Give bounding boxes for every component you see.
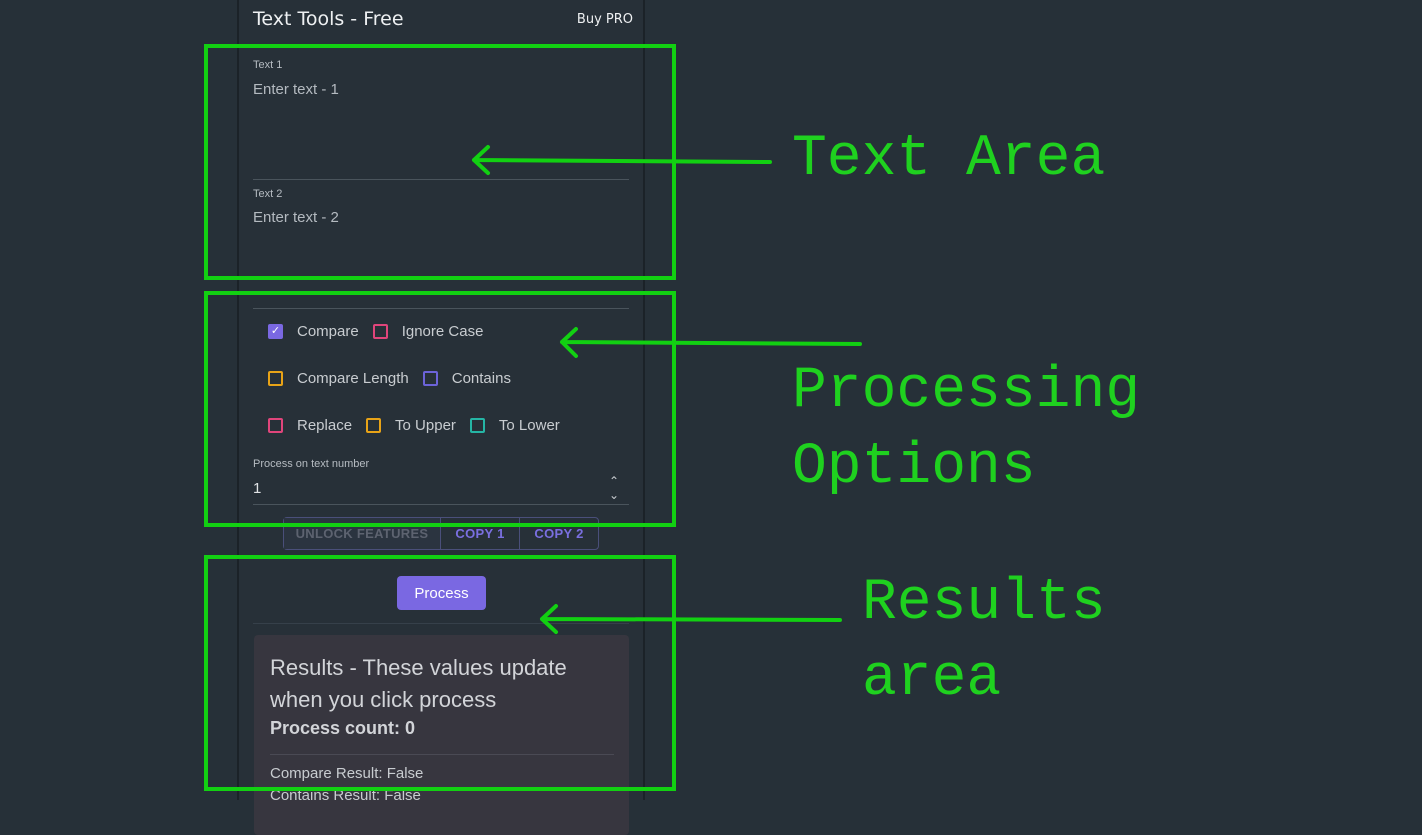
- annotation-box-processing-options: [204, 291, 676, 527]
- process-on-label: Process on text number: [253, 458, 370, 470]
- options-row: Compare Length Contains: [268, 370, 525, 387]
- divider: [253, 623, 629, 624]
- option-label: To Upper: [395, 417, 456, 434]
- results-heading: Results - These values update when you c…: [270, 655, 567, 712]
- text1-label: Text 1: [253, 59, 283, 71]
- divider: [253, 179, 629, 180]
- checkbox-icon[interactable]: [366, 418, 382, 433]
- checkbox-checked-icon[interactable]: ✓: [268, 324, 283, 339]
- divider: [253, 504, 629, 505]
- annotation-box-results-area: [204, 555, 676, 791]
- compare-result: Compare Result: False: [270, 765, 424, 782]
- option-compare-length[interactable]: Compare Length: [268, 370, 409, 387]
- process-count: Process count: 0: [270, 718, 416, 738]
- chevron-up-icon[interactable]: ⌃: [609, 474, 620, 488]
- number-stepper[interactable]: ⌃ ⌄: [609, 474, 619, 502]
- copy-1-button[interactable]: COPY 1: [441, 518, 520, 549]
- option-label: Ignore Case: [401, 323, 484, 340]
- option-contains[interactable]: Contains: [422, 370, 511, 387]
- checkbox-icon[interactable]: [268, 418, 283, 433]
- annotation-results-area: Results area: [862, 571, 1106, 712]
- process-on-input[interactable]: 1: [253, 480, 262, 497]
- annotation-processing-options: Processing Options: [792, 359, 1141, 500]
- divider: [253, 308, 629, 309]
- annotation-arrows: [472, 145, 862, 634]
- app-title: Text Tools - Free: [253, 8, 404, 30]
- checkbox-icon[interactable]: [268, 371, 283, 386]
- options-row: Replace To Upper To Lower: [268, 417, 574, 434]
- option-label: To Lower: [498, 417, 560, 434]
- process-button[interactable]: Process: [397, 576, 486, 610]
- arrow-icon: [560, 327, 862, 358]
- buy-pro-button[interactable]: Buy PRO: [576, 12, 633, 27]
- arrow-icon: [472, 145, 772, 175]
- arrow-icon: [540, 604, 842, 634]
- option-label: Compare: [297, 323, 359, 340]
- option-label: Compare Length: [297, 370, 409, 387]
- option-to-lower[interactable]: To Lower: [469, 417, 560, 434]
- option-label: Replace: [297, 417, 353, 434]
- text1-input[interactable]: Enter text - 1: [253, 81, 339, 98]
- chevron-down-icon[interactable]: ⌄: [609, 488, 620, 502]
- option-replace[interactable]: Replace: [268, 417, 352, 434]
- checkbox-icon[interactable]: [372, 324, 388, 339]
- checkbox-icon[interactable]: [469, 418, 485, 433]
- option-ignore-case[interactable]: Ignore Case: [372, 323, 484, 340]
- text2-label: Text 2: [253, 188, 283, 200]
- copy-2-button[interactable]: COPY 2: [534, 526, 584, 541]
- checkbox-icon[interactable]: [422, 371, 438, 386]
- option-compare[interactable]: ✓ Compare: [268, 323, 359, 340]
- option-label: Contains: [451, 370, 511, 387]
- divider: [270, 754, 614, 755]
- text2-input[interactable]: Enter text - 2: [253, 209, 339, 226]
- option-to-upper[interactable]: To Upper: [366, 417, 456, 434]
- options-row: ✓ Compare Ignore Case: [268, 323, 497, 340]
- annotation-text-area: Text Area: [792, 127, 1106, 192]
